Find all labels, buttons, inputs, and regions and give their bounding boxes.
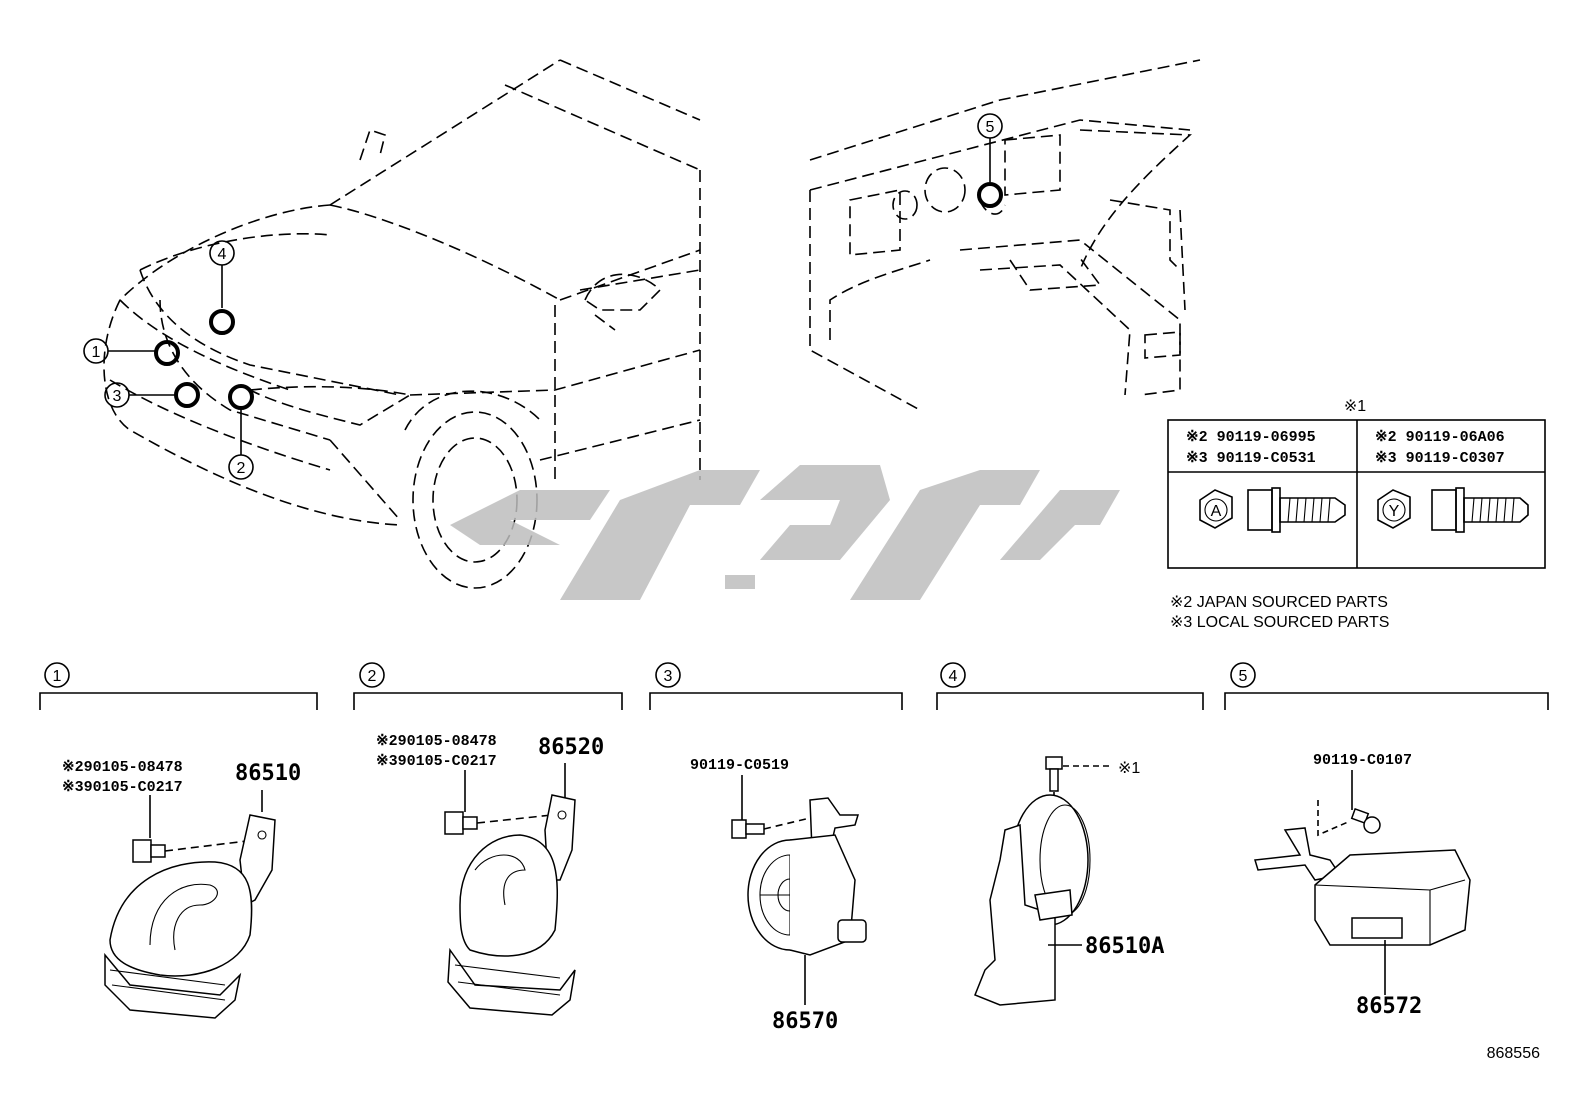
section-2-bolt-local: ※390105-C0217	[376, 753, 497, 770]
section-4-bolt-icon	[1049, 768, 1059, 792]
section-4-number: 4	[949, 668, 958, 685]
section-1-bolt-jp: ※290105-08478	[62, 759, 183, 776]
table-col1-local: ※3 90119-C0531	[1186, 450, 1316, 467]
diagram-id: 868556	[1487, 1045, 1540, 1062]
bolt-head-a-icon	[1199, 489, 1233, 529]
callout-1-label: 1	[92, 344, 101, 361]
section-1-bracket-icon	[239, 814, 276, 907]
table-col2-jp: ※2 90119-06A06	[1375, 429, 1505, 446]
section-4-horn: ※1 86510A	[974, 756, 1164, 1006]
marker-5-spot	[977, 182, 1003, 208]
bolt-a-hex-icon	[1247, 489, 1273, 531]
bolt-head-y-icon	[1377, 489, 1411, 529]
legend-local: ※3 LOCAL SOURCED PARTS	[1170, 614, 1389, 631]
section-5-part-number: 86572	[1356, 994, 1422, 1019]
bolt-y-shank-icon	[1463, 497, 1529, 523]
section-2-part-number: 86520	[538, 735, 604, 760]
table-col2-local: ※3 90119-C0307	[1375, 450, 1505, 467]
section-4-bolt-head-icon	[1045, 756, 1063, 770]
section-1-horn-base-icon	[104, 952, 242, 1019]
section-5-connector-icon	[1351, 917, 1403, 939]
section-4-bracket-icon	[974, 823, 1056, 1006]
section-3-number: 3	[664, 668, 673, 685]
arabic-script-logo-watermark	[450, 465, 1120, 600]
section-2-horn: ※290105-08478 ※390105-C0217 86520	[376, 733, 604, 1016]
section-2-horn-body-icon	[459, 834, 559, 957]
bolt-head-y-letter: Y	[1389, 503, 1400, 520]
dashboard-illustration	[809, 59, 1201, 411]
bolt-y-hex-icon	[1431, 489, 1457, 531]
fastener-table: ※1 ※2 90119-06995 ※3 90119-C0531 ※2 9011…	[1167, 398, 1546, 569]
section-3-bolt-number: 90119-C0519	[690, 757, 789, 774]
callout-4-label: 4	[218, 246, 227, 263]
marker-3-spot	[174, 382, 200, 408]
callout-3-circle	[104, 382, 130, 408]
table-col1-jp: ※2 90119-06995	[1186, 429, 1316, 446]
location-marker-dash: 5	[977, 113, 1003, 208]
callout-5-circle	[977, 113, 1003, 139]
section-1-horn: ※290105-08478 ※390105-C0217 86510	[62, 759, 301, 1019]
callout-5-label: 5	[986, 119, 995, 136]
section-4-part-number: 86510A	[1085, 934, 1164, 959]
table-note-mark: ※1	[1344, 398, 1366, 415]
section-3-part-number: 86570	[772, 1009, 838, 1034]
legend-japan: ※2 JAPAN SOURCED PARTS	[1170, 594, 1388, 611]
section-3-connector-icon	[837, 919, 867, 943]
callout-1-circle	[83, 338, 109, 364]
section-3-speaker: 90119-C0519 86570	[690, 757, 867, 1034]
marker-1-spot	[154, 340, 180, 366]
sourcing-legend: ※2 JAPAN SOURCED PARTS ※3 LOCAL SOURCED …	[1170, 594, 1389, 631]
bolt-head-a-letter: A	[1211, 503, 1222, 520]
section-5-bracket-icon	[1254, 827, 1342, 881]
section-4-bolt-note: ※1	[1118, 760, 1140, 777]
section-2-number: 2	[368, 668, 377, 685]
section-2-bolt-icon	[444, 811, 464, 835]
section-1-number: 1	[53, 668, 62, 685]
section-1-bolt-local: ※390105-C0217	[62, 779, 183, 796]
bolt-a-shank-icon	[1279, 497, 1346, 523]
section-5-number: 5	[1239, 668, 1248, 685]
callout-2-label: 2	[237, 460, 246, 477]
marker-2-spot	[228, 384, 254, 410]
car-front-illustration	[103, 59, 701, 589]
location-markers-car: 4 1 3 2	[83, 240, 254, 480]
section-3-bolt-icon	[731, 819, 747, 839]
marker-4-spot	[209, 309, 235, 335]
callout-3-label: 3	[113, 388, 122, 405]
section-1-horn-body-icon	[109, 861, 253, 977]
section-5-module: 90119-C0107 86572	[1254, 752, 1471, 1019]
callout-2-circle	[228, 454, 254, 480]
callout-4-circle	[209, 240, 235, 266]
section-headers: 1 2 3 4 5	[39, 662, 1549, 710]
section-1-part-number: 86510	[235, 761, 301, 786]
section-2-bolt-jp: ※290105-08478	[376, 733, 497, 750]
section-2-horn-base-icon	[447, 947, 576, 1016]
section-5-bolt-number: 90119-C0107	[1313, 752, 1412, 769]
section-1-bolt-icon	[132, 839, 152, 863]
